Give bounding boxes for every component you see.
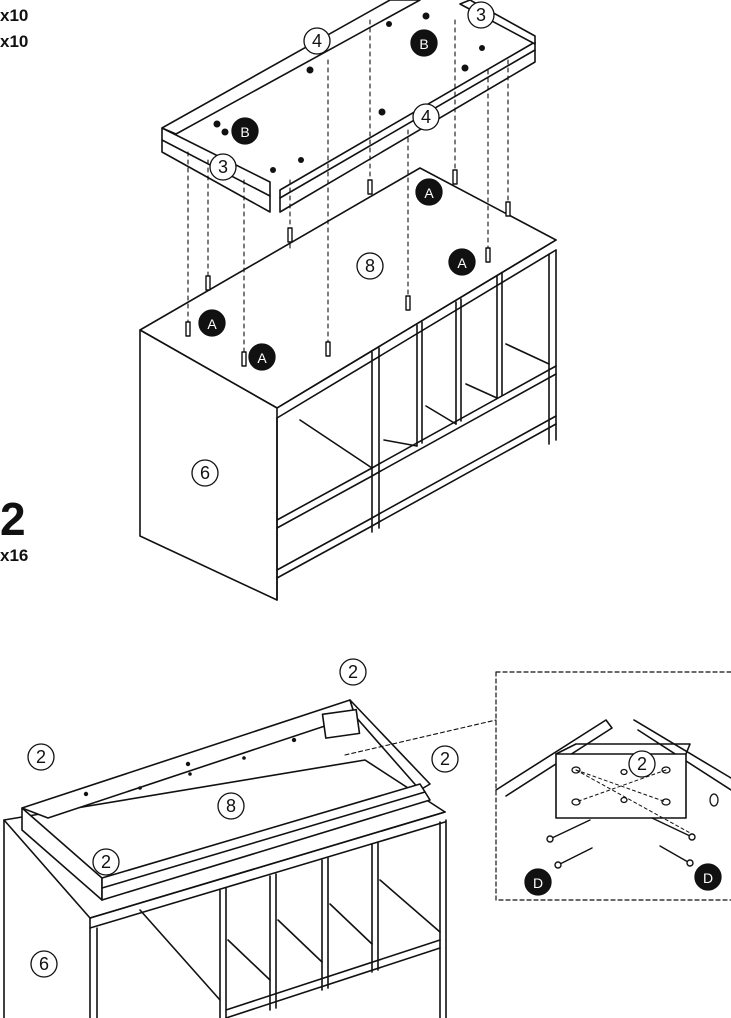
top-frame-step1 [161,0,536,367]
callout-part-2-circle [92,848,120,876]
callout-part-3: 3 [209,153,237,181]
callout-part-2-circle [431,745,459,773]
cam-locks [213,12,485,173]
callout-part-3: 3 [467,1,495,29]
callout-hardware-a-circle [448,248,476,276]
callout-part-6: 6 [191,459,219,487]
callout-hardware-d-label: D [533,875,543,891]
callout-part-3-label: 3 [218,157,228,177]
callout-hardware-a-circle [415,178,443,206]
step-number: 2 [0,493,26,545]
cabinet-step1 [139,167,557,601]
rail-part-4 [279,41,536,213]
callout-part-2-label: 2 [101,852,111,872]
callout-part-2-circle [628,750,656,778]
top-panel [3,759,446,919]
callout-part-2-label: 2 [637,754,647,774]
callout-part-8-circle [217,792,245,820]
callout-part-6-circle [30,950,58,978]
corner-bracket [321,708,361,739]
callout-part-2: 2 [339,658,367,686]
callout-part-6-label: 6 [39,954,49,974]
hardware-quantity-label: x10 [0,6,29,25]
callout-part-4: 4 [412,103,440,131]
callout-hardware-a: A [248,343,276,371]
callout-hardware-a-label: A [207,316,217,332]
callout-hardware-a-label: A [257,350,267,366]
callout-part-4-circle [303,27,331,55]
hardware-quantity-label: x10 [0,32,29,51]
dowels [185,169,511,367]
callout-part-3-circle [467,1,495,29]
callout-hardware-a-label: A [424,185,434,201]
callout-hardware-d: D [524,868,552,896]
callout-hardware-d-circle [694,863,722,891]
callout-part-2-label: 2 [440,749,450,769]
callout-part-2: 2 [27,743,55,771]
callout-hardware-d-label: D [703,870,713,886]
callout-part-8-circle [356,252,384,280]
callout-hardware-b-label: B [419,36,428,52]
callout-part-2: 2 [431,745,459,773]
callout-part-2-label: 2 [36,747,46,767]
hardware-quantity-label: x16 [0,546,29,565]
callout-part-6-circle [191,459,219,487]
callout-part-8: 8 [217,792,245,820]
callout-hardware-a-circle [248,343,276,371]
callout-part-2-label: 2 [348,662,358,682]
callout-hardware-b-label: B [240,124,249,140]
callout-part-3-label: 3 [476,5,486,25]
callout-part-2: 2 [628,750,656,778]
callout-part-3-circle [209,153,237,181]
callout-hardware-d-circle [524,868,552,896]
callout-hardware-b-circle [410,29,438,57]
callout-part-8: 8 [356,252,384,280]
callout-hardware-a: A [448,248,476,276]
callout-part-4-label: 4 [312,31,322,51]
callout-hardware-a-label: A [457,255,467,271]
callout-part-8-label: 8 [365,256,375,276]
callout-part-2-circle [339,658,367,686]
callout-hardware-a-circle [198,309,226,337]
callout-hardware-b: B [410,29,438,57]
callout-hardware-b-circle [231,117,259,145]
callout-part-6: 6 [30,950,58,978]
callout-hardware-a: A [415,178,443,206]
callout-part-6-label: 6 [200,463,210,483]
callout-part-4-circle [412,103,440,131]
callout-part-2: 2 [92,848,120,876]
callout-part-2-circle [27,743,55,771]
callout-hardware-b: B [231,117,259,145]
callout-hardware-a: A [198,309,226,337]
callout-part-4: 4 [303,27,331,55]
rim-frame-step2 [21,699,431,901]
callout-part-8-label: 8 [226,796,236,816]
screws [546,817,696,869]
callout-part-4-label: 4 [421,107,431,127]
callout-hardware-d: D [694,863,722,891]
